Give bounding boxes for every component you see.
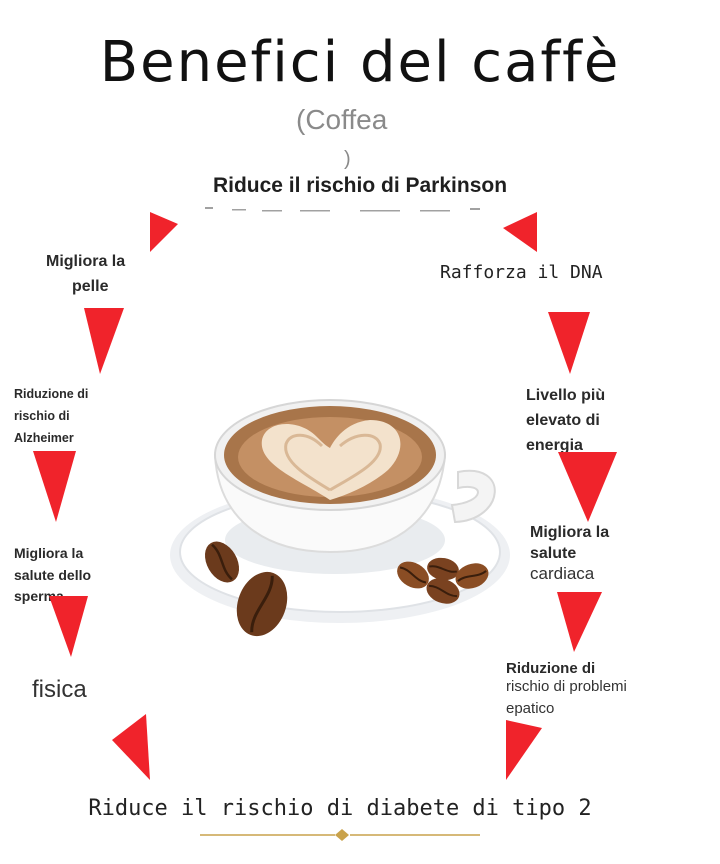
benefit-energy-line2: elevato di [526, 411, 600, 429]
coffee-bean-icon [236, 571, 288, 637]
benefit-diabetes: Riduce il rischio di diabete di tipo 2 [88, 796, 592, 821]
subtitle-paren: ) [344, 148, 351, 170]
subtitle: (Coffea [296, 104, 388, 135]
benefit-energy-line1: Livello più [526, 387, 606, 404]
coffee-bean-icon [204, 541, 240, 583]
arrow-left-3 [49, 596, 88, 657]
arrow-right-4 [506, 720, 542, 780]
arrow-left-4 [112, 714, 150, 780]
coffee-bean-icon [426, 578, 460, 604]
benefit-physical: fisica [32, 676, 87, 703]
arrow-top-left [150, 212, 178, 252]
arrow-group [33, 212, 617, 780]
benefit-skin-line1: Migliora la [46, 253, 126, 270]
benefit-parkinson: Riduce il rischio di Parkinson [212, 174, 508, 197]
benefit-alzheimer-line1: Riduzione di [14, 387, 89, 401]
arrow-top-right [503, 212, 537, 252]
arrow-left-2 [33, 451, 76, 522]
arrow-left-1 [84, 308, 124, 374]
benefit-alzheimer-line2: rischio di [14, 408, 70, 423]
benefit-heart-line1: Migliora la [530, 524, 610, 541]
benefit-dna: Rafforza il DNA [440, 262, 603, 283]
coffee-bean-icon [397, 561, 429, 589]
benefit-skin: Migliora la pelle [46, 250, 125, 300]
bottom-divider [200, 829, 480, 841]
benefit-alzheimer-line3: Alzheimer [14, 430, 74, 445]
benefit-heart: Migliora la salute cardiaca [530, 523, 609, 583]
benefit-heart-line2: salute [530, 544, 577, 562]
benefit-liver-line3: epatico [506, 699, 555, 717]
latte-heart-icon [261, 420, 401, 500]
benefit-liver-line2: rischio di problemi [506, 678, 627, 695]
coffee-bean-icon [427, 557, 459, 581]
benefit-skin-line2: pelle [72, 277, 109, 295]
arrow-right-1 [548, 312, 590, 374]
coffee-bean-icon [455, 563, 489, 589]
arrow-right-2 [558, 452, 617, 522]
page-title: Benefici del caffè [99, 30, 621, 95]
coffee-cup [213, 399, 496, 554]
benefit-liver-line1: Riduzione di [506, 660, 596, 677]
benefit-heart-line3: cardiaca [530, 563, 595, 583]
benefit-liver: Riduzione di rischio di problemi epatico [506, 660, 627, 720]
arrow-right-3 [557, 592, 602, 652]
smudge-line [205, 207, 480, 212]
benefit-sperm-line1: Migliora la [14, 545, 84, 561]
benefit-energy-line3: energia [526, 436, 583, 454]
benefit-sperm-line2: salute dello [14, 566, 92, 583]
benefit-energy: Livello più elevato di energia [526, 384, 605, 458]
benefit-alzheimer: Riduzione di rischio di Alzheimer [14, 384, 88, 450]
coffee-beans [204, 541, 489, 637]
